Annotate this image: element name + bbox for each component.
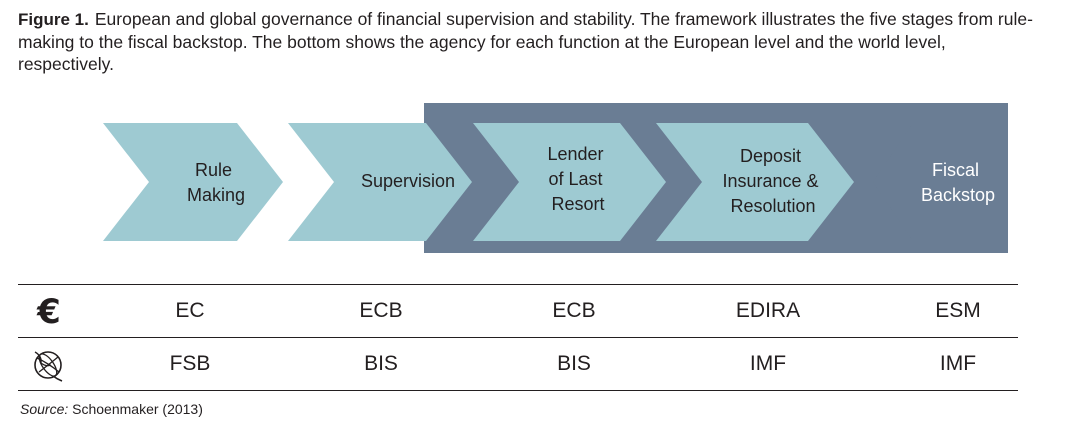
stage-label-lender: Lender of Last Resort [547, 144, 608, 214]
stage-arrow-deposit [656, 123, 854, 241]
stage-label-rule-making: Rule Making [187, 160, 245, 205]
agency-table: € EC ECB ECB EDIRA ESM FSB BIS BIS IMF I… [18, 284, 1018, 391]
table-cell: IMF [749, 352, 787, 375]
stage-arrow-rule-making [103, 123, 283, 241]
stage-label-supervision: Supervision [361, 171, 455, 191]
table-cell: FSB [169, 352, 211, 375]
table-cell: EDIRA [735, 299, 801, 322]
european-level-row: € EC ECB ECB EDIRA ESM [18, 284, 1018, 338]
table-cell: ESM [935, 299, 981, 322]
stage-label-deposit: Deposit Insurance & Resolution [722, 146, 823, 216]
stage-arrow-supervision [288, 123, 472, 241]
table-cell: BIS [364, 352, 398, 375]
source-label: Source: [20, 401, 69, 417]
caption-text: European and global governance of financ… [18, 9, 1033, 74]
governance-diagram: Rule Making Supervision Lender of Last R… [103, 103, 1008, 253]
stage-arrow-fiscal [873, 123, 1008, 241]
figure-caption: Figure 1.European and global governance … [18, 8, 1038, 75]
table-cell: ECB [552, 299, 596, 322]
svg-text:€: € [36, 292, 61, 331]
euro-icon: € [24, 285, 74, 337]
source-text: Schoenmaker (2013) [72, 401, 203, 417]
table-cell: ECB [359, 299, 403, 322]
stage-arrow-lender [473, 123, 666, 241]
table-cell: IMF [939, 352, 977, 375]
stage-label-fiscal: Fiscal Backstop [921, 160, 995, 205]
globe-icon [24, 338, 74, 390]
table-cell: BIS [557, 352, 591, 375]
source-note: Source: Schoenmaker (2013) [20, 401, 203, 417]
world-level-row: FSB BIS BIS IMF IMF [18, 338, 1018, 391]
table-cell: EC [175, 299, 205, 322]
figure-label: Figure 1. [18, 10, 89, 29]
